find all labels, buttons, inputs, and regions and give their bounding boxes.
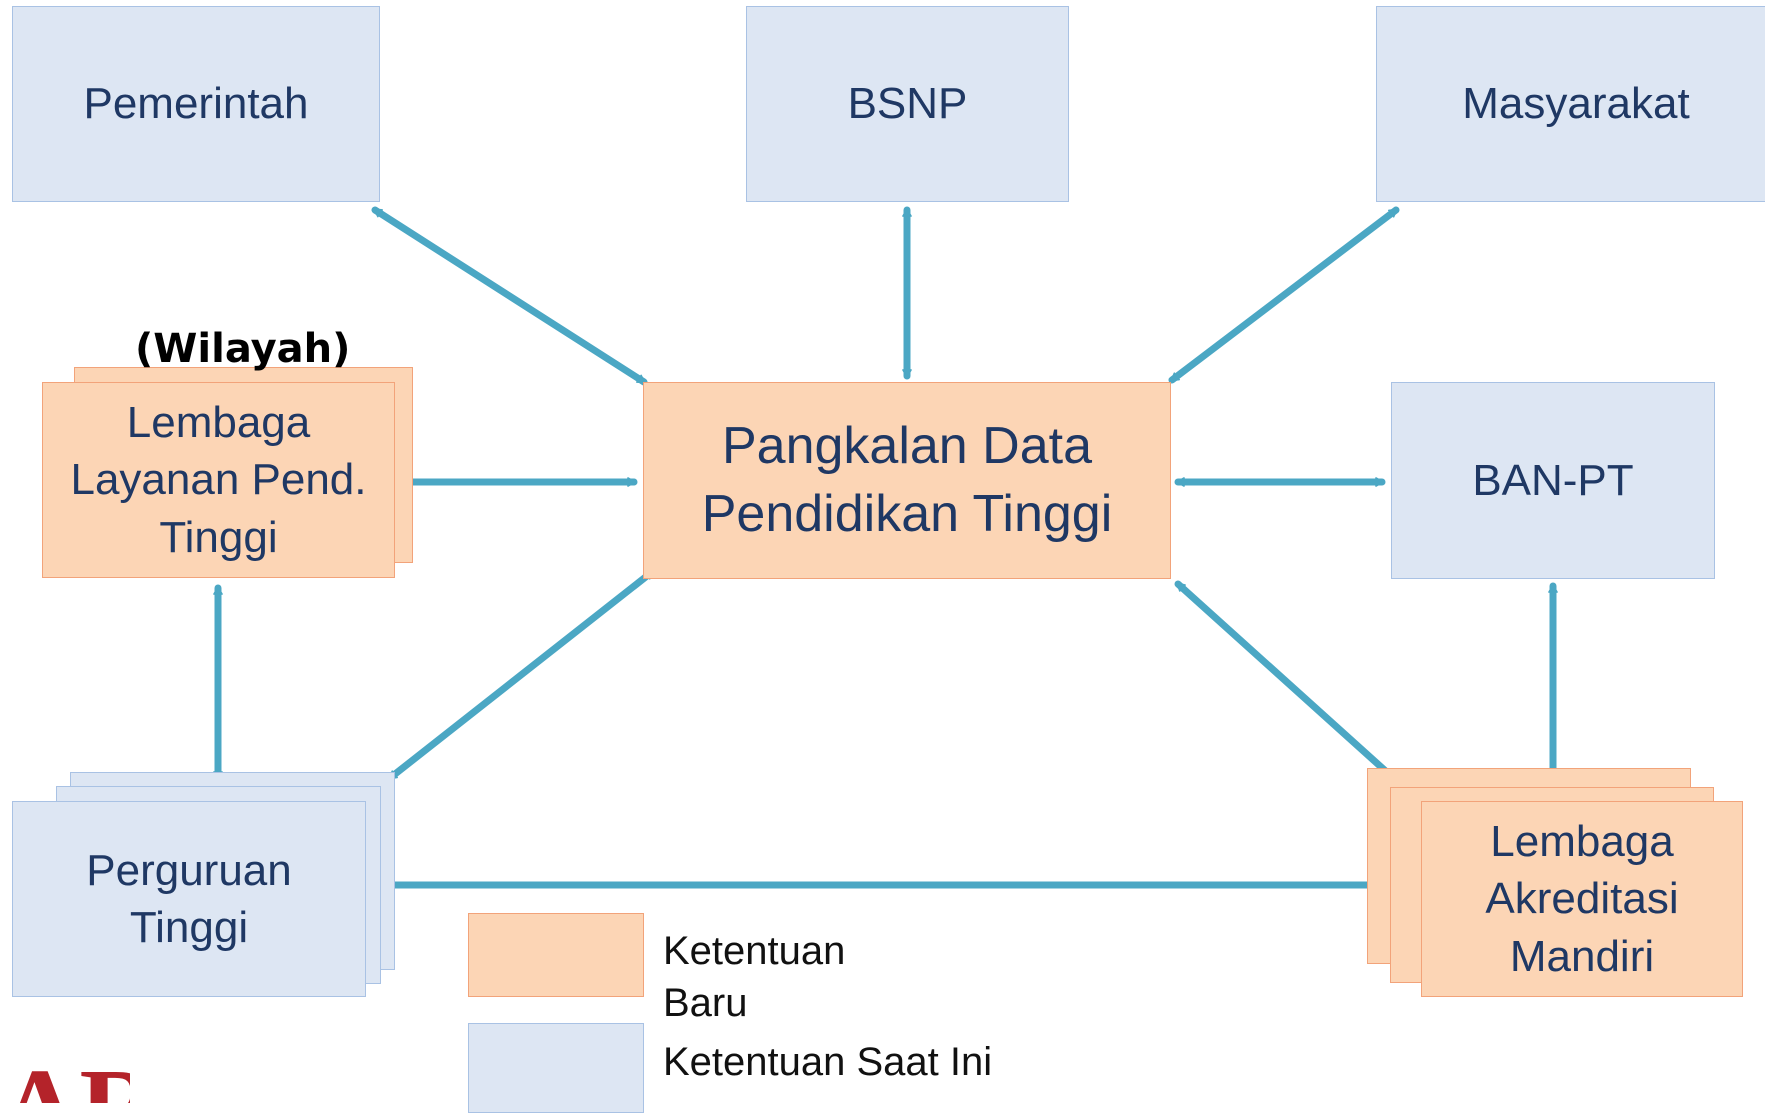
node-perguruan-tinggi: Perguruan Tinggi [12, 801, 366, 997]
node-bsnp: BSNP [746, 6, 1069, 202]
legend-swatch-new [468, 913, 644, 997]
legend-swatch-current [468, 1023, 644, 1113]
wilayah-caption: (Wilayah) [135, 326, 351, 372]
node-pddikti-label: Pangkalan Data Pendidikan Tinggi [701, 416, 1113, 543]
node-masyarakat-label: Masyarakat [1462, 79, 1690, 129]
arrow-pddikti-masyarakat [1168, 206, 1400, 384]
node-pemerintah: Pemerintah [12, 6, 380, 202]
arrow-pddikti-pt [386, 568, 656, 782]
node-lembaga-layanan-label: Lembaga Layanan Pend. Tinggi [70, 398, 367, 562]
arrow-pddikti-pemerintah [371, 206, 648, 386]
legend-label-new: Ketentuan Baru [663, 929, 846, 1025]
node-perguruan-tinggi-label: Perguruan Tinggi [86, 845, 292, 952]
node-lembaga-layanan: Lembaga Layanan Pend. Tinggi [42, 382, 395, 578]
legend-label-current: Ketentuan Saat Ini [663, 1040, 993, 1084]
node-masyarakat: Masyarakat [1376, 6, 1765, 202]
node-pddikti: Pangkalan Data Pendidikan Tinggi [643, 382, 1171, 579]
arrow-pddikti-lam [1174, 580, 1404, 788]
logo-fragment: AR [0, 1052, 130, 1103]
logo-fragment-text: AR [0, 1052, 130, 1103]
node-bsnp-label: BSNP [847, 79, 968, 129]
node-lam: Lembaga Akreditasi Mandiri [1421, 801, 1743, 997]
node-pemerintah-label: Pemerintah [83, 79, 309, 129]
node-lam-label: Lembaga Akreditasi Mandiri [1485, 817, 1679, 981]
node-ban-pt: BAN-PT [1391, 382, 1715, 579]
node-ban-pt-label: BAN-PT [1472, 455, 1634, 505]
